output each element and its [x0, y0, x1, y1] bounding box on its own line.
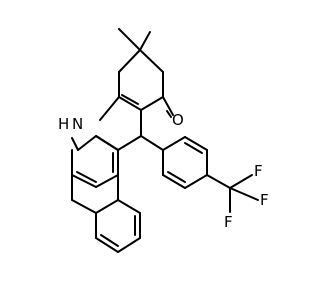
- ring-bond: [95, 174, 119, 188]
- carbonyl-double-bond: [166, 110, 172, 118]
- aryl-link-bond: [140, 135, 164, 151]
- cf3-f-bond: [229, 187, 259, 201]
- atom-label-fluorine-3: F: [260, 191, 269, 209]
- structure-diagram: N H O F F F: [58, 28, 269, 253]
- aromatic-double-bond: [167, 171, 186, 183]
- aromatic-double-bond: [100, 234, 119, 247]
- aromatic-double-bond: [184, 142, 203, 154]
- cf3-f-bond: [229, 174, 253, 189]
- ring-bond: [95, 199, 119, 214]
- ring-bond: [162, 136, 186, 151]
- ring-bond: [184, 174, 208, 189]
- ring-bond: [77, 135, 97, 151]
- ring-bond: [71, 137, 79, 151]
- methyl-bond-right: [139, 31, 151, 51]
- cf3-bond: [206, 174, 231, 189]
- carbonyl-bond: [162, 96, 174, 116]
- atom-label-oxygen: O: [172, 111, 184, 129]
- atom-label-fluorine-1: F: [254, 162, 263, 180]
- ring-bond: [71, 174, 97, 188]
- ring-bond: [140, 96, 164, 111]
- atom-label-hydrogen: H: [58, 115, 69, 133]
- ring-bond: [118, 96, 142, 111]
- ring-bond: [117, 199, 141, 214]
- ring-bond: [99, 96, 120, 121]
- ring-bond: [117, 135, 142, 151]
- ring-bond: [117, 237, 141, 253]
- molecule-drawing: N H O F F F: [58, 28, 269, 253]
- ring-double-bond-inner: [121, 94, 139, 105]
- ring-bond: [162, 174, 186, 189]
- ring-bond: [95, 135, 119, 151]
- methyl-bond-left: [118, 28, 141, 51]
- atom-label-fluorine-2: F: [224, 213, 233, 231]
- aromatic-double-bond: [76, 171, 97, 183]
- ring-bond: [184, 136, 208, 151]
- ring-bond: [71, 199, 97, 214]
- atom-label-nitrogen: N: [72, 115, 83, 133]
- ring-bond: [95, 237, 119, 253]
- ring-bond: [118, 49, 141, 73]
- ring-bond: [139, 49, 164, 73]
